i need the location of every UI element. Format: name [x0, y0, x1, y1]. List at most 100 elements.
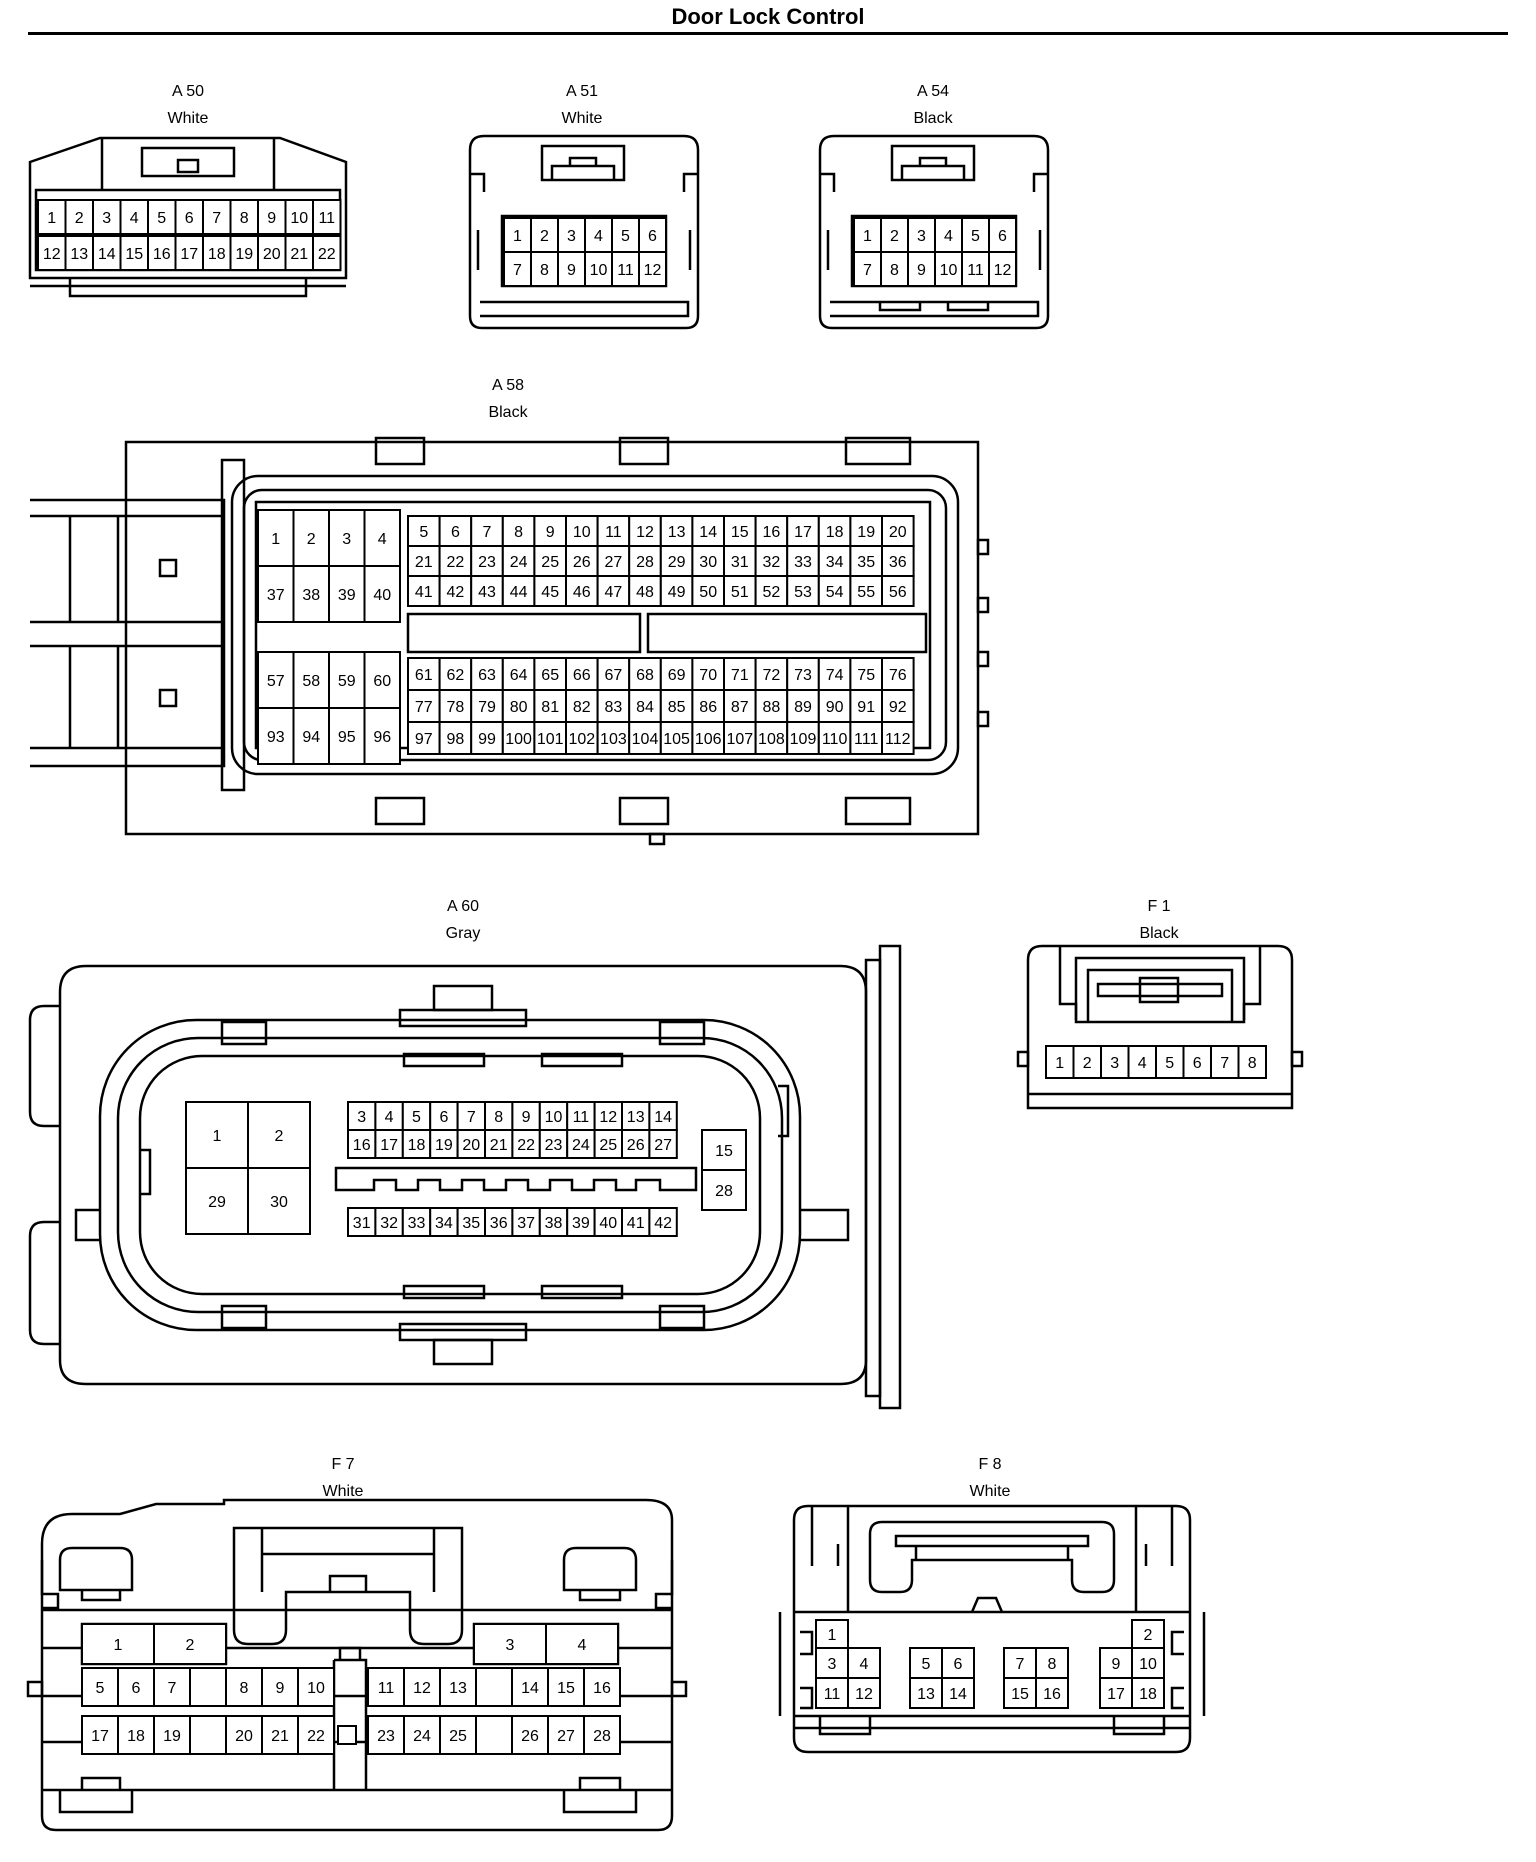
pin-number: 36 [889, 554, 907, 571]
pin-number: 11 [967, 262, 984, 279]
pin-number: 10 [590, 262, 608, 279]
pin-number: 22 [318, 246, 336, 263]
pin-number: 22 [447, 554, 465, 571]
pin-number: 70 [699, 667, 717, 684]
pin-cavity [484, 1129, 514, 1159]
connector-color: Gray [445, 925, 481, 942]
pin-cavity [648, 1101, 678, 1131]
pin-number: 11 [824, 1686, 841, 1703]
connector-id: F 1 [1147, 898, 1171, 915]
pin-number: 42 [654, 1215, 672, 1232]
pin-cavity [547, 1715, 585, 1755]
pin-cavity [786, 657, 820, 691]
pin-number: 92 [889, 699, 907, 716]
pin-cavity [407, 657, 441, 691]
pin-cavity [475, 1715, 513, 1755]
page-title: Door Lock Control [671, 4, 865, 29]
pin-cavity [621, 1129, 651, 1159]
pin-number: 39 [338, 587, 356, 604]
pin-cavity [611, 251, 640, 287]
pin-number: 7 [1220, 1055, 1229, 1072]
pin-number: 13 [627, 1109, 645, 1126]
pin-cavity [538, 1207, 569, 1237]
connector-color: Black [1139, 925, 1179, 942]
pin-cavity [185, 1101, 249, 1169]
pin-number: 6 [132, 1680, 141, 1697]
pin-number: 30 [699, 554, 717, 571]
pin-number: 31 [353, 1215, 371, 1232]
pin-number: 9 [1112, 1656, 1121, 1673]
pin-number: 16 [153, 246, 171, 263]
pin-number: 88 [763, 699, 781, 716]
pin-number: 65 [541, 667, 559, 684]
pin-cavity [153, 1623, 227, 1665]
pin-cavity [292, 509, 330, 567]
pin-number: 90 [826, 699, 844, 716]
pin-cavity [583, 1715, 621, 1755]
pin-number: 7 [212, 210, 221, 227]
pin-number: 106 [695, 731, 722, 748]
pin-number: 58 [302, 673, 320, 690]
pin-number: 6 [954, 1656, 963, 1673]
pin-number: 75 [857, 667, 875, 684]
pin-cavity [511, 1101, 541, 1131]
pin-number: 35 [857, 554, 875, 571]
pin-number: 17 [1107, 1686, 1125, 1703]
pin-cavity [638, 217, 667, 253]
pin-number: 103 [600, 731, 627, 748]
pin-number: 15 [1011, 1686, 1029, 1703]
pin-cavity [909, 1647, 943, 1679]
pin-number: 3 [102, 210, 111, 227]
pin-number: 110 [822, 731, 848, 748]
pin-number: 7 [168, 1680, 177, 1697]
pin-number: 8 [240, 1680, 249, 1697]
pin-number: 3 [567, 228, 576, 245]
pin-number: 28 [636, 554, 654, 571]
pin-number: 34 [826, 554, 844, 571]
pin-number: 67 [605, 667, 623, 684]
pin-number: 69 [668, 667, 686, 684]
pin-number: 18 [1139, 1686, 1157, 1703]
pin-number: 111 [854, 731, 878, 748]
pin-number: 13 [70, 246, 88, 263]
pin-number: 63 [478, 667, 496, 684]
pin-number: 14 [521, 1680, 539, 1697]
pin-number: 105 [663, 731, 690, 748]
pin-number: 8 [1248, 1055, 1257, 1072]
pin-number: 8 [494, 1109, 503, 1126]
pin-number: 89 [794, 699, 812, 716]
pin-cavity [429, 1207, 459, 1237]
pin-cavity [1045, 1045, 1075, 1079]
pin-number: 108 [758, 731, 785, 748]
pin-cavity [475, 1667, 513, 1707]
pin-number: 66 [573, 667, 591, 684]
pin-cavity [566, 1101, 596, 1131]
pin-number: 12 [855, 1686, 873, 1703]
pin-cavity [596, 575, 631, 607]
pin-number: 16 [593, 1680, 611, 1697]
connector-f8-label: F 8 White [890, 1451, 1090, 1505]
pin-number: 8 [240, 210, 249, 227]
pin-number: 60 [373, 673, 391, 690]
pin-cavity [403, 1715, 441, 1755]
pin-cavity [530, 251, 559, 287]
pin-number: 14 [949, 1686, 967, 1703]
pin-number: 55 [857, 584, 875, 601]
pin-number: 42 [447, 584, 465, 601]
pin-number: 2 [75, 210, 84, 227]
pin-number: 62 [447, 667, 465, 684]
pin-cavity [501, 721, 536, 755]
pin-cavity [511, 1207, 541, 1237]
pin-number: 43 [478, 584, 496, 601]
pin-cavity [611, 217, 640, 253]
pin-number: 112 [885, 731, 911, 748]
pin-number: 82 [573, 699, 591, 716]
pin-cavity [786, 575, 820, 607]
pin-cavity [881, 721, 915, 755]
pin-cavity [337, 1725, 357, 1745]
pin-number: 27 [557, 1728, 575, 1745]
pin-number: 27 [654, 1137, 672, 1154]
pin-number: 11 [318, 210, 335, 227]
pin-cavity [247, 1101, 311, 1169]
pin-cavity [909, 1677, 943, 1709]
